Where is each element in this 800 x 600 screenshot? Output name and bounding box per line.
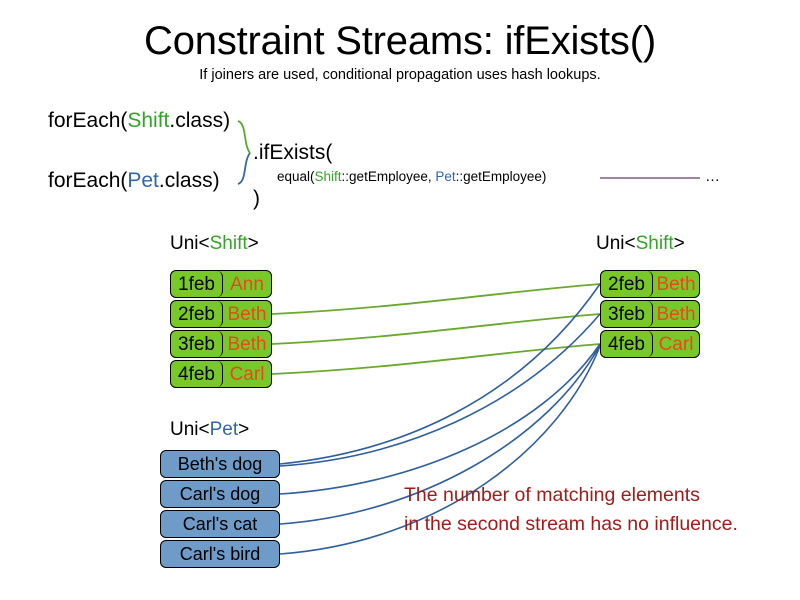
table-row[interactable]: 1feb Ann: [170, 270, 272, 298]
page-title: Constraint Streams: ifExists(): [144, 19, 656, 63]
page-subtitle: If joiners are used, conditional propaga…: [199, 67, 601, 83]
pet-name: Carl's cat: [182, 513, 258, 534]
wire-pet-beths-dog-b: [279, 313, 601, 467]
stream-label-left-pet: Uni<Pet>: [170, 418, 249, 442]
shift-employee: Beth: [227, 333, 267, 355]
label-left-shift-prefix: Uni<: [170, 233, 210, 254]
shift-employee: Beth: [656, 273, 696, 295]
list-item[interactable]: Carl's cat: [160, 510, 280, 538]
shift-employee: Carl: [229, 363, 265, 385]
label-right-shift-prefix: Uni<: [596, 233, 636, 254]
shift-date: 1feb: [171, 271, 223, 297]
code-foreach-pet: forEach(Pet.class): [48, 168, 220, 194]
code-foreach-pet-suffix: .class): [158, 169, 220, 192]
brace-pet-segment: [237, 152, 251, 185]
stream-label-right-shift: Uni<Shift>: [596, 232, 685, 256]
shift-date: 2feb: [601, 271, 653, 297]
shift-date: 4feb: [171, 361, 223, 387]
shift-date: 2feb: [171, 301, 223, 327]
shift-date: 3feb: [601, 301, 653, 327]
list-item[interactable]: Carl's dog: [160, 480, 280, 508]
table-row[interactable]: 4feb Carl: [170, 360, 272, 388]
annotation-line-2: in the second stream has no influence.: [404, 513, 738, 535]
shift-date: 3feb: [171, 331, 223, 357]
code-equal-prefix: equal(: [277, 169, 315, 184]
wire-pet-beths-dog-a: [279, 283, 601, 465]
list-item[interactable]: Carl's bird: [160, 540, 280, 568]
code-foreach-shift-suffix: .class): [169, 109, 231, 132]
shift-employee: Carl: [658, 333, 694, 355]
label-left-shift-type: Shift: [209, 233, 248, 254]
label-left-pet-prefix: Uni<: [170, 419, 210, 440]
table-row[interactable]: 3feb Beth: [170, 330, 272, 358]
wire-shift-4feb: [271, 343, 601, 375]
label-right-shift-type: Shift: [635, 233, 674, 254]
code-foreach-pet-prefix: forEach(: [48, 169, 128, 192]
wire-shift-2feb: [271, 283, 601, 315]
shift-employee: Ann: [230, 273, 264, 295]
code-equal-left-type: Shift: [314, 169, 342, 184]
code-equal-right-method: ::getEmployee): [455, 169, 547, 184]
table-row[interactable]: 4feb Carl: [600, 330, 700, 358]
table-row[interactable]: 3feb Beth: [600, 300, 700, 328]
label-right-shift-suffix: >: [673, 233, 685, 254]
label-left-pet-suffix: >: [238, 419, 250, 440]
list-item[interactable]: Beth's dog: [160, 450, 280, 478]
table-row[interactable]: 2feb Beth: [600, 270, 700, 298]
code-equal-left-method: ::getEmployee,: [341, 169, 436, 184]
code-close-paren: ): [253, 187, 260, 210]
code-foreach-shift: forEach(Shift.class): [48, 108, 230, 134]
shift-date: 4feb: [601, 331, 653, 357]
pet-name: Carl's dog: [179, 483, 261, 504]
code-ellipsis: …: [705, 168, 720, 185]
pet-name: Carl's bird: [179, 543, 261, 564]
brace-shift-segment: [237, 120, 251, 154]
code-equal-joiner: equal(Shift::getEmployee, Pet::getEmploy…: [277, 168, 546, 186]
pet-name: Beth's dog: [177, 453, 263, 474]
annotation-note: The number of matching elements in the s…: [404, 481, 774, 539]
code-foreach-shift-prefix: forEach(: [48, 109, 128, 132]
label-left-pet-type: Pet: [209, 419, 239, 440]
code-foreach-shift-type: Shift: [127, 109, 170, 132]
table-row[interactable]: 2feb Beth: [170, 300, 272, 328]
shift-employee: Beth: [227, 303, 267, 325]
stream-label-left-shift: Uni<Shift>: [170, 232, 259, 256]
label-left-shift-suffix: >: [247, 233, 259, 254]
code-equal-right-type: Pet: [435, 169, 456, 184]
shift-employee: Beth: [656, 303, 696, 325]
wire-pet-carls-dog: [279, 343, 601, 495]
code-foreach-pet-type: Pet: [127, 169, 159, 192]
wire-shift-3feb: [271, 313, 601, 345]
code-ifexists: .ifExists(: [253, 141, 333, 164]
annotation-line-1: The number of matching elements: [404, 484, 700, 506]
